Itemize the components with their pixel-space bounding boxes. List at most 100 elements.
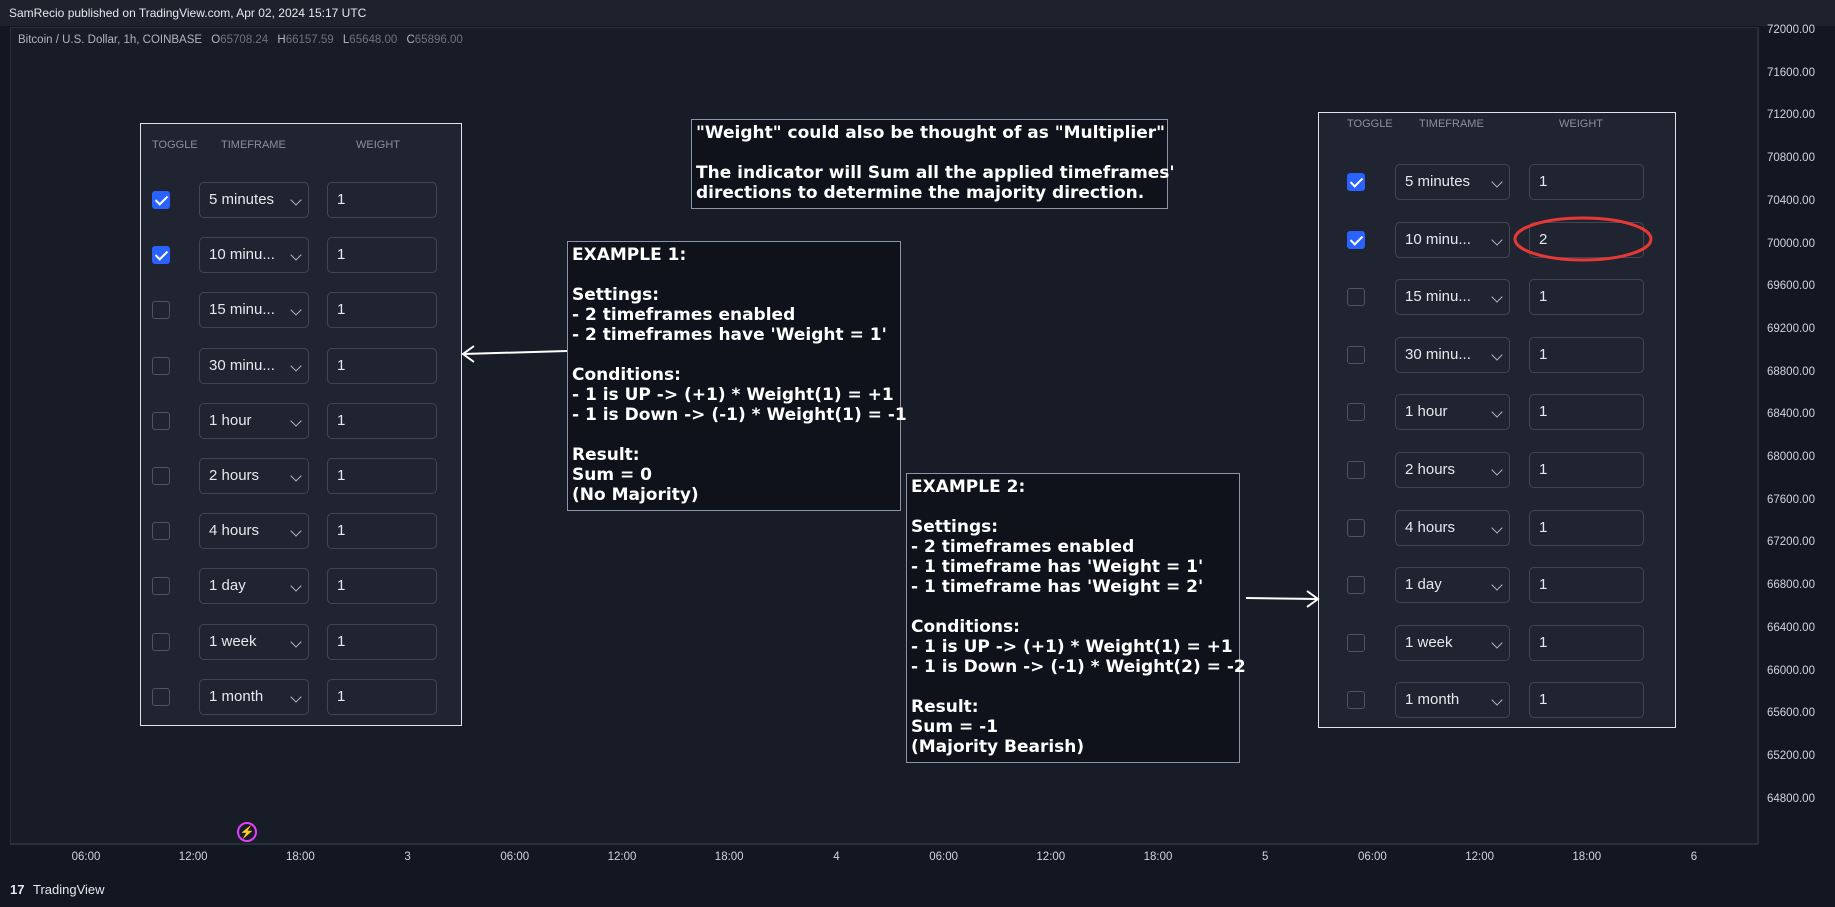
timeframe-select[interactable]: 2 hours	[1395, 452, 1510, 488]
weight-input[interactable]: 1	[1529, 509, 1644, 546]
weight-input[interactable]: 2	[1529, 221, 1644, 258]
timeframe-select-value: 15 minu...	[209, 301, 275, 319]
time-tick: 4	[833, 851, 840, 863]
open-label: O	[211, 34, 221, 46]
toggle-checkbox[interactable]	[1347, 576, 1365, 595]
footer: 17 TradingView	[0, 872, 1835, 907]
weight-input[interactable]: 1	[327, 513, 437, 550]
toggle-checkbox[interactable]	[152, 356, 170, 375]
time-tick: 18:00	[286, 851, 315, 863]
toggle-checkbox[interactable]	[152, 301, 170, 320]
timeframe-select[interactable]: 5 minutes	[1395, 164, 1510, 200]
weight-input[interactable]: 1	[1529, 279, 1644, 316]
toggle-checkbox[interactable]	[152, 411, 170, 430]
weight-input[interactable]: 1	[1529, 624, 1644, 661]
publisher-bar: SamRecio published on TradingView.com, A…	[0, 0, 1835, 26]
symbol-legend: Bitcoin / U.S. Dollar, 1h, COINBASE O657…	[18, 34, 463, 46]
timeframe-select[interactable]: 15 minu...	[199, 292, 309, 329]
timeframe-select[interactable]: 10 minu...	[1395, 221, 1510, 258]
toggle-checkbox[interactable]	[152, 191, 170, 209]
timeframe-select-value: 1 day	[1405, 576, 1442, 594]
timeframe-select-value: 1 week	[209, 632, 257, 650]
toggle-checkbox[interactable]	[152, 522, 170, 541]
highlight-circle	[1513, 216, 1653, 262]
price-tick: 67200.00	[1767, 536, 1815, 549]
timeframe-header: TIMEFRAME	[221, 139, 286, 151]
toggle-checkbox[interactable]	[152, 632, 170, 651]
weight-input[interactable]: 1	[327, 347, 437, 384]
high-label: H	[277, 34, 286, 46]
weight-input[interactable]: 1	[1529, 682, 1644, 719]
time-tick: 12:00	[178, 851, 208, 863]
price-tick: 67600.00	[1767, 493, 1815, 506]
timeframe-select[interactable]: 2 hours	[199, 458, 309, 494]
timeframe-select[interactable]: 15 minu...	[1395, 279, 1510, 316]
timeframe-select-value: 4 hours	[209, 522, 260, 540]
tradingview-logo-icon[interactable]: 17	[10, 882, 25, 897]
weight-input[interactable]: 1	[1529, 452, 1644, 488]
toggle-checkbox[interactable]	[1347, 691, 1365, 710]
time-tick: 12:00	[1465, 851, 1494, 863]
timeframe-select[interactable]: 5 minutes	[199, 182, 309, 218]
timeframe-select[interactable]: 1 month	[1395, 682, 1510, 719]
weight-input[interactable]: 1	[1529, 336, 1644, 373]
toggle-checkbox[interactable]	[152, 577, 170, 596]
timeframe-select[interactable]: 1 hour	[199, 402, 309, 439]
weight-input[interactable]: 1	[327, 568, 437, 605]
toggle-checkbox[interactable]	[1347, 173, 1365, 191]
toggle-checkbox[interactable]	[1347, 288, 1365, 307]
timeframe-select-value: 1 hour	[209, 411, 252, 429]
low-label: L	[342, 34, 350, 46]
toggle-checkbox[interactable]	[1347, 633, 1365, 652]
weight-input[interactable]: 1	[1529, 394, 1644, 431]
toggle-checkbox[interactable]	[152, 246, 170, 265]
price-tick: 65200.00	[1767, 749, 1815, 762]
price-tick: 70000.00	[1767, 237, 1815, 250]
weight-input[interactable]: 1	[327, 458, 437, 494]
weight-header: WEIGHT	[356, 139, 400, 151]
weight-input[interactable]: 1	[327, 678, 437, 715]
weight-input[interactable]: 1	[327, 623, 437, 660]
price-tick: 70800.00	[1767, 152, 1815, 165]
toggle-checkbox[interactable]	[152, 467, 170, 485]
weight-input[interactable]: 1	[1529, 164, 1644, 200]
timeframe-select[interactable]: 4 hours	[1395, 509, 1510, 546]
timeframe-select[interactable]: 30 minu...	[1395, 336, 1510, 373]
timeframe-select[interactable]: 10 minu...	[199, 237, 309, 274]
time-tick: 5	[1261, 851, 1269, 863]
timeframe-select[interactable]: 1 week	[1395, 624, 1510, 661]
time-tick: 6	[1690, 851, 1698, 863]
timeframe-select[interactable]: 1 hour	[1395, 394, 1510, 431]
time-tick: 06:00	[1358, 851, 1387, 863]
close-value: 65896.00	[414, 34, 463, 46]
timeframe-select[interactable]: 4 hours	[199, 513, 309, 550]
timeframe-select[interactable]: 1 week	[199, 623, 309, 660]
toggle-checkbox[interactable]	[1347, 518, 1365, 537]
weight-input[interactable]: 1	[327, 402, 437, 439]
weight-input[interactable]: 1	[327, 237, 437, 274]
high-value: 66157.59	[285, 34, 334, 46]
brand-name[interactable]: TradingView	[33, 882, 105, 897]
timeframe-select-value: 10 minu...	[1405, 230, 1471, 248]
weight-input[interactable]: 1	[327, 182, 437, 218]
timeframe-select[interactable]: 1 day	[199, 568, 309, 605]
time-tick: 06:00	[500, 851, 530, 863]
timeframe-select[interactable]: 1 day	[1395, 567, 1510, 604]
time-tick: 3	[404, 851, 411, 863]
timeframe-select[interactable]: 30 minu...	[199, 347, 309, 384]
toggle-checkbox[interactable]	[1347, 403, 1365, 422]
toggle-checkbox[interactable]	[152, 687, 170, 706]
symbol-name[interactable]: Bitcoin / U.S. Dollar, 1h, COINBASE	[18, 34, 203, 46]
time-tick: 12:00	[1036, 851, 1066, 863]
timeframe-select[interactable]: 1 month	[199, 678, 309, 715]
toggle-checkbox[interactable]	[1347, 345, 1365, 364]
lightning-bolt-icon[interactable]: ⚡	[237, 822, 257, 842]
toggle-checkbox[interactable]	[1347, 461, 1365, 479]
weight-input[interactable]: 1	[327, 292, 437, 329]
toggle-checkbox[interactable]	[1347, 230, 1365, 249]
weight-input[interactable]: 1	[1529, 567, 1644, 604]
